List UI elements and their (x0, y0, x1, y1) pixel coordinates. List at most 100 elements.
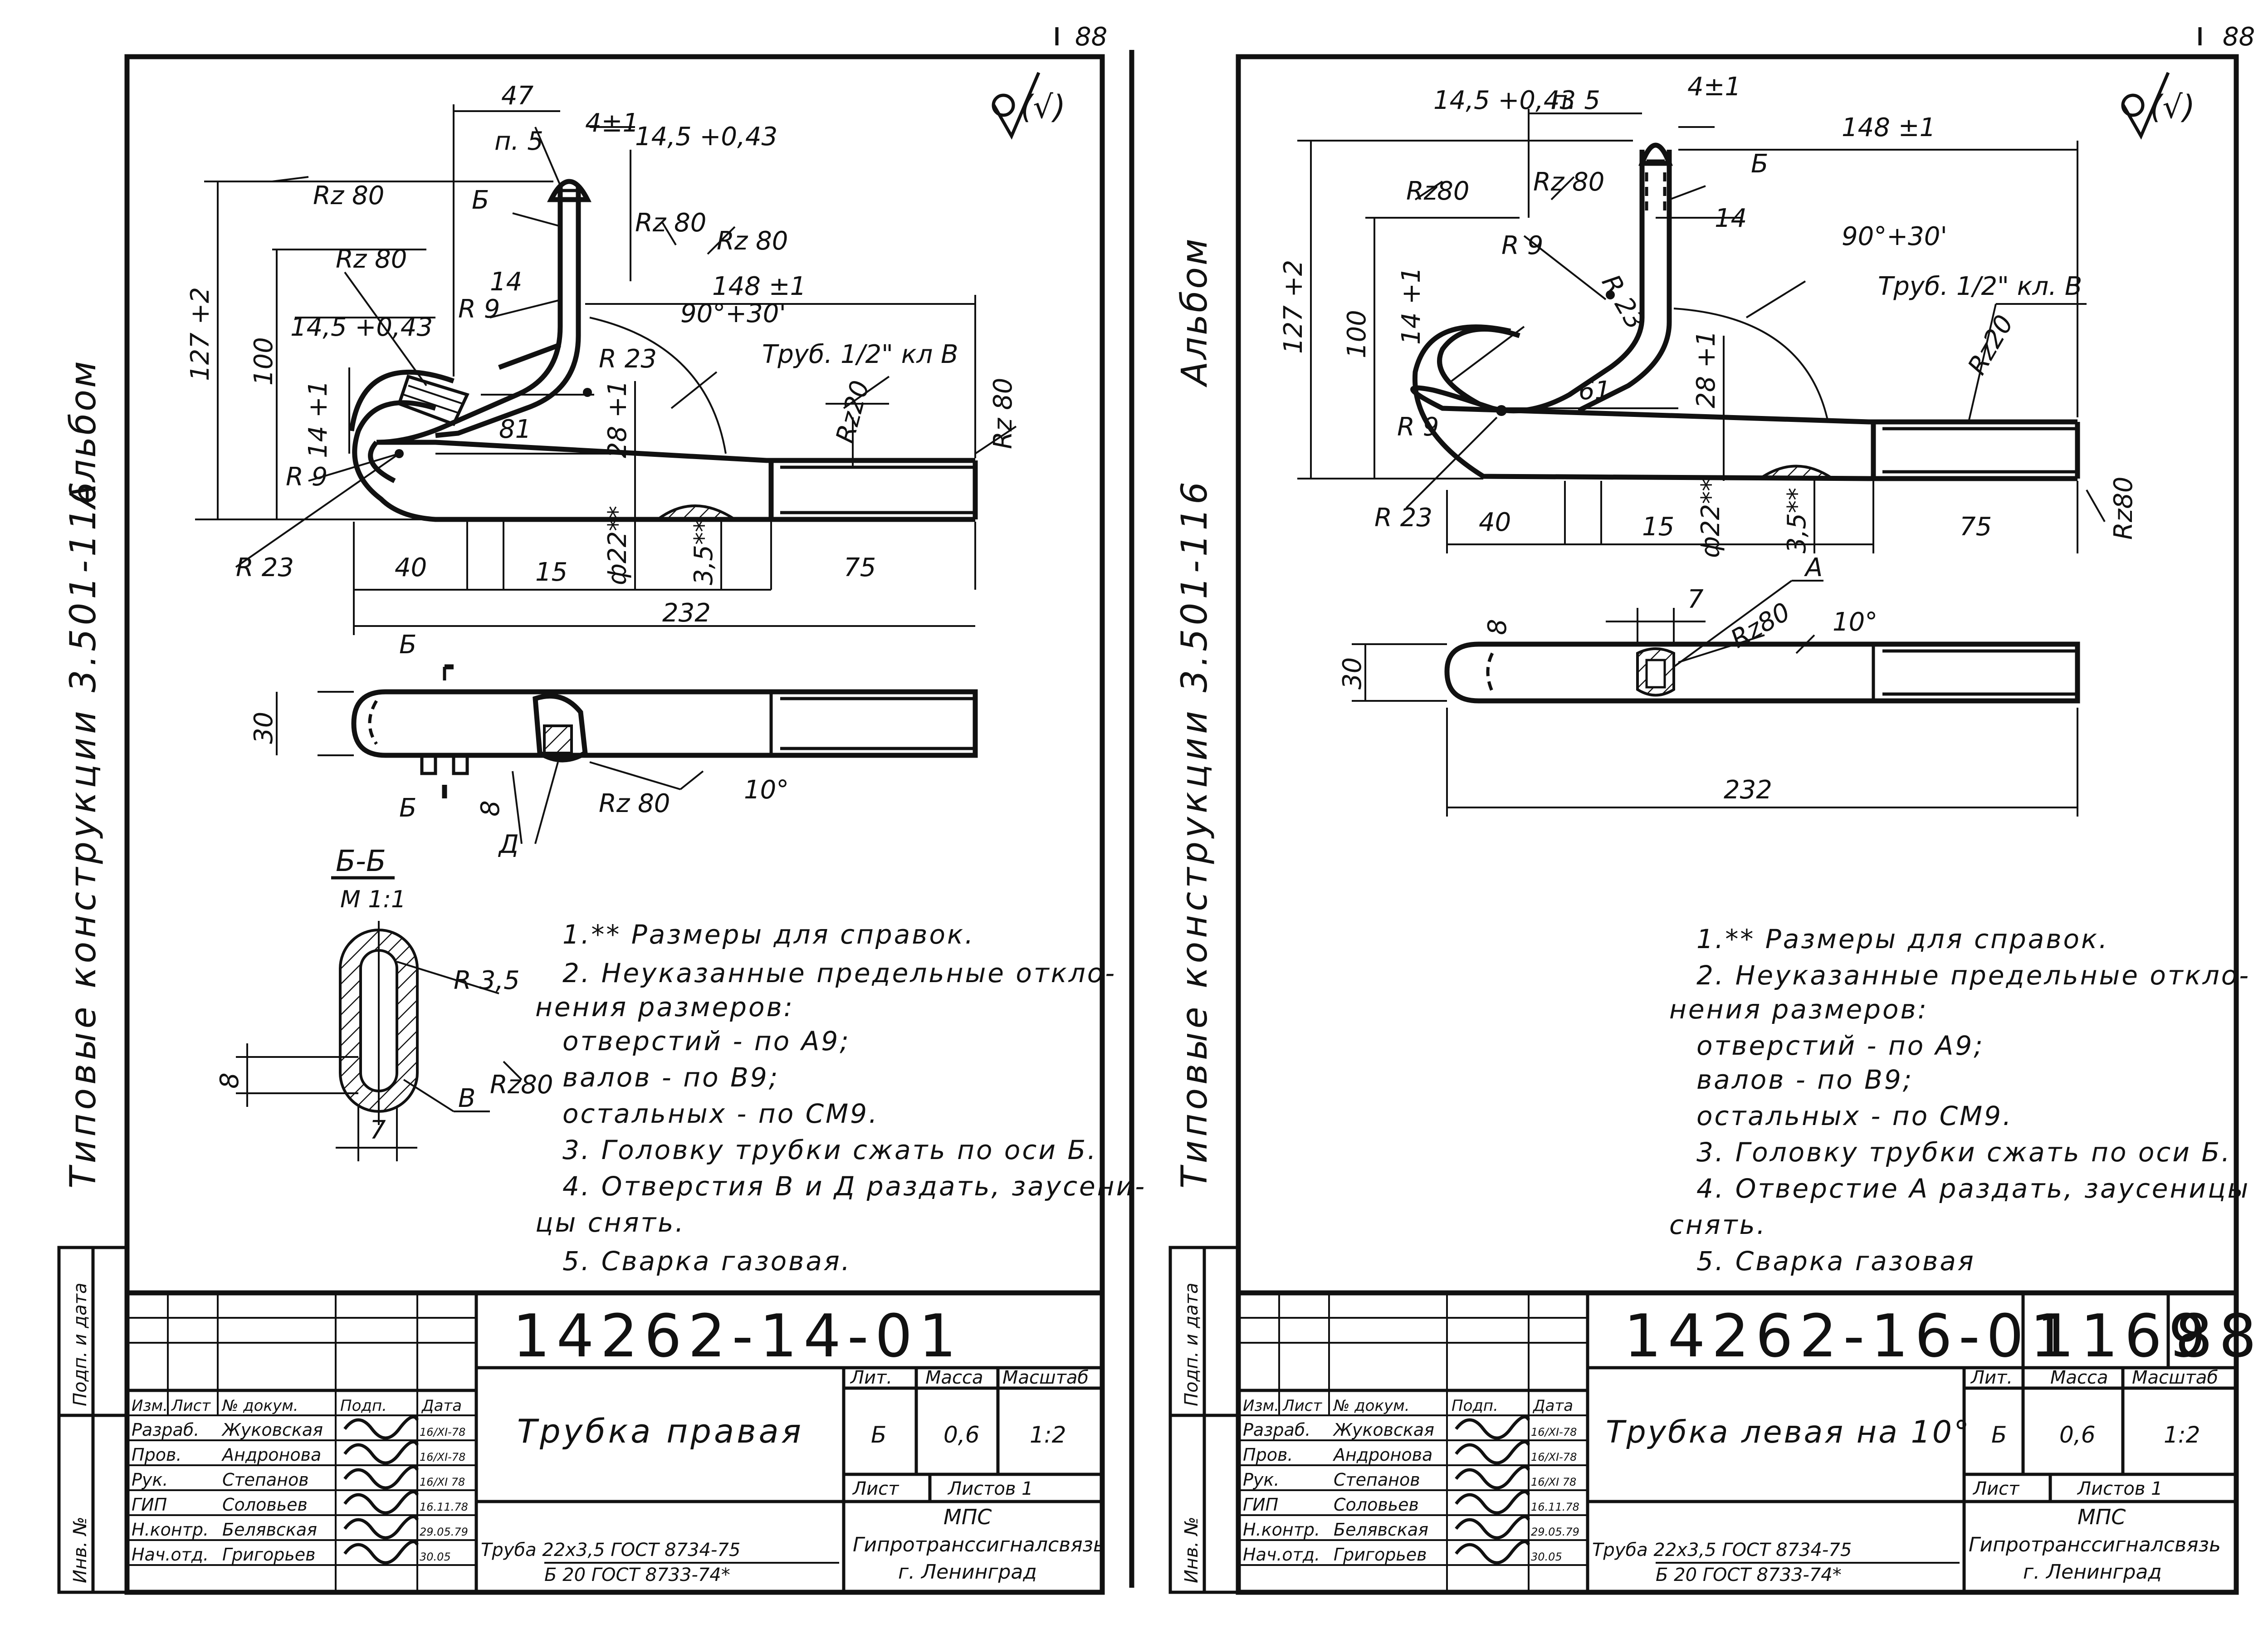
svg-text:В: В (458, 1084, 475, 1113)
note-line: 4. Отверстие А раздать, заусеницы (1696, 1173, 2250, 1204)
svg-text:Rz 80: Rz 80 (1533, 167, 1604, 197)
svg-text:Григорьев: Григорьев (222, 1545, 316, 1565)
svg-text:Изм.: Изм. (132, 1397, 168, 1415)
svg-text:Белявская: Белявская (222, 1520, 317, 1540)
svg-text:28 +1: 28 +1 (1691, 330, 1721, 408)
svg-text:Рук.: Рук. (132, 1470, 168, 1490)
drawing-code-left: 14262-14-01 (513, 1301, 963, 1370)
svg-text:4±1: 4±1 (1687, 72, 1741, 102)
svg-text:Подп.: Подп. (340, 1397, 387, 1415)
svg-text:28 +1: 28 +1 (603, 380, 632, 458)
svg-text:90°+30': 90°+30' (1842, 222, 1947, 251)
svg-text:81: 81 (499, 415, 531, 444)
svg-text:Н.контр.: Н.контр. (132, 1520, 209, 1540)
svg-text:R 9: R 9 (1501, 231, 1543, 260)
svg-text:Rz 80: Rz 80 (313, 181, 384, 210)
svg-text:75: 75 (1960, 512, 1992, 542)
svg-text:Масса: Масса (925, 1367, 983, 1388)
svg-text:10°: 10° (744, 775, 789, 805)
svg-text:Лист: Лист (171, 1397, 211, 1415)
svg-text:14 +1: 14 +1 (1397, 267, 1426, 345)
svg-text:R 9: R 9 (1397, 412, 1439, 442)
roughness-mark-left: (√) (992, 72, 1066, 140)
section-b-b: Б-Б М 1:1 R 3,5 8 7 В Rz80 (215, 845, 553, 1161)
svg-text:100: 100 (249, 337, 279, 386)
svg-text:8: 8 (215, 1072, 244, 1089)
svg-text:8: 8 (476, 800, 505, 817)
note-line: 2. Неуказанные предельные откло- (1696, 960, 2250, 991)
svg-text:14: 14 (490, 267, 522, 297)
svg-text:30: 30 (1338, 657, 1367, 690)
pipe-front-view-right (1410, 142, 2080, 481)
svg-text:Rz20: Rz20 (1962, 310, 2019, 380)
note-line: 1.** Размеры для справок. (562, 919, 975, 950)
note-line: отверстий - по А9; (1696, 1030, 1984, 1061)
svg-text:№ докум.: № докум. (221, 1397, 298, 1415)
note-line: валов - по В9; (562, 1062, 779, 1093)
svg-text:30.05: 30.05 (1531, 1551, 1562, 1563)
page-number-left: 88 (1075, 22, 1107, 52)
svg-text:47: 47 (501, 81, 534, 111)
svg-text:Гипротранссигналсвязь: Гипротранссигналсвязь (1969, 1533, 2221, 1556)
svg-text:R 3,5: R 3,5 (454, 966, 520, 995)
svg-text:29.05.79: 29.05.79 (1531, 1526, 1579, 1538)
part-name-right: Трубка левая на 10° (1606, 1414, 1971, 1450)
svg-text:Подп. и дата: Подп. и дата (1181, 1283, 1202, 1406)
svg-text:МПС: МПС (2077, 1505, 2126, 1529)
note-line: нения размеров: (535, 992, 794, 1022)
svg-text:29.05.79: 29.05.79 (420, 1526, 468, 1538)
svg-text:М 1:1: М 1:1 (340, 886, 406, 913)
svg-text:Подп. и дата: Подп. и дата (70, 1283, 91, 1406)
svg-text:Пров.: Пров. (1243, 1445, 1293, 1465)
note-line: отверстий - по А9; (562, 1026, 850, 1057)
svg-text:Жуковская: Жуковская (221, 1420, 323, 1440)
svg-text:А: А (1804, 553, 1823, 582)
svg-text:R 9: R 9 (286, 462, 327, 492)
title-block-left: Подп. и дата Инв. № 14262-14-01 Трубка п… (57, 1246, 1105, 1595)
svg-text:Труб. 1/2" кл В: Труб. 1/2" кл В (762, 340, 958, 369)
svg-text:127 +2: 127 +2 (186, 287, 215, 381)
svg-text:0,6: 0,6 (2059, 1422, 2096, 1448)
svg-text:Масса: Масса (2050, 1367, 2108, 1388)
svg-text:Масштаб: Масштаб (2132, 1367, 2218, 1388)
svg-text:Rz80: Rz80 (2109, 476, 2138, 540)
svg-text:40: 40 (1479, 508, 1511, 537)
svg-text:г. Ленинград: г. Ленинград (898, 1561, 1037, 1584)
svg-text:Инв. №: Инв. № (1181, 1517, 1202, 1583)
note-line: остальных - по СМ9. (562, 1098, 879, 1129)
svg-text:Изм.: Изм. (1243, 1397, 1279, 1415)
svg-text:Rz 80: Rz 80 (599, 789, 670, 818)
svg-text:Белявская: Белявская (1334, 1520, 1428, 1540)
svg-text:Б 20 ГОСТ 8733-74*: Б 20 ГОСТ 8733-74* (1656, 1565, 1842, 1585)
svg-text:16/XI-78: 16/XI-78 (420, 1426, 465, 1438)
svg-text:Rz 80: Rz 80 (988, 378, 1018, 449)
svg-text:14,5 +0,43: 14,5 +0,43 (290, 313, 433, 342)
svg-text:Б: Б (399, 793, 416, 823)
part-name-left: Трубка правая (517, 1412, 804, 1450)
svg-text:Б: Б (1751, 149, 1768, 179)
svg-text:232: 232 (662, 598, 711, 628)
svg-text:75: 75 (844, 553, 876, 582)
svg-text:Подп.: Подп. (1452, 1397, 1498, 1415)
svg-text:Rz20: Rz20 (831, 377, 875, 446)
svg-text:Лист: Лист (852, 1478, 899, 1499)
series-label-left: Типовые конструкции 3.501-116 (63, 478, 104, 1189)
svg-text:Лит.: Лит. (1970, 1367, 2013, 1388)
svg-text:Масштаб: Масштаб (1002, 1367, 1089, 1388)
pipe-plan-view-left: Б Б 30 8 Д Rz 80 10° (249, 630, 978, 859)
svg-text:61: 61 (1579, 376, 1611, 406)
svg-text:16/XI-78: 16/XI-78 (420, 1451, 465, 1463)
svg-text:(√): (√) (2150, 88, 2195, 126)
svg-text:МПС: МПС (943, 1505, 992, 1529)
svg-text:127 +2: 127 +2 (1279, 260, 1308, 354)
svg-text:Степанов: Степанов (1334, 1470, 1420, 1490)
svg-text:14,5 +0,43: 14,5 +0,43 (635, 122, 777, 152)
svg-text:Rz80: Rz80 (490, 1070, 553, 1100)
svg-text:7: 7 (370, 1115, 386, 1145)
svg-text:Нач.отд.: Нач.отд. (132, 1545, 209, 1565)
svg-text:Григорьев: Григорьев (1334, 1545, 1427, 1565)
svg-text:п. 5: п. 5 (1551, 86, 1600, 115)
page-number-right: 88 (2223, 22, 2255, 52)
pipe-front-view-left (349, 179, 978, 522)
